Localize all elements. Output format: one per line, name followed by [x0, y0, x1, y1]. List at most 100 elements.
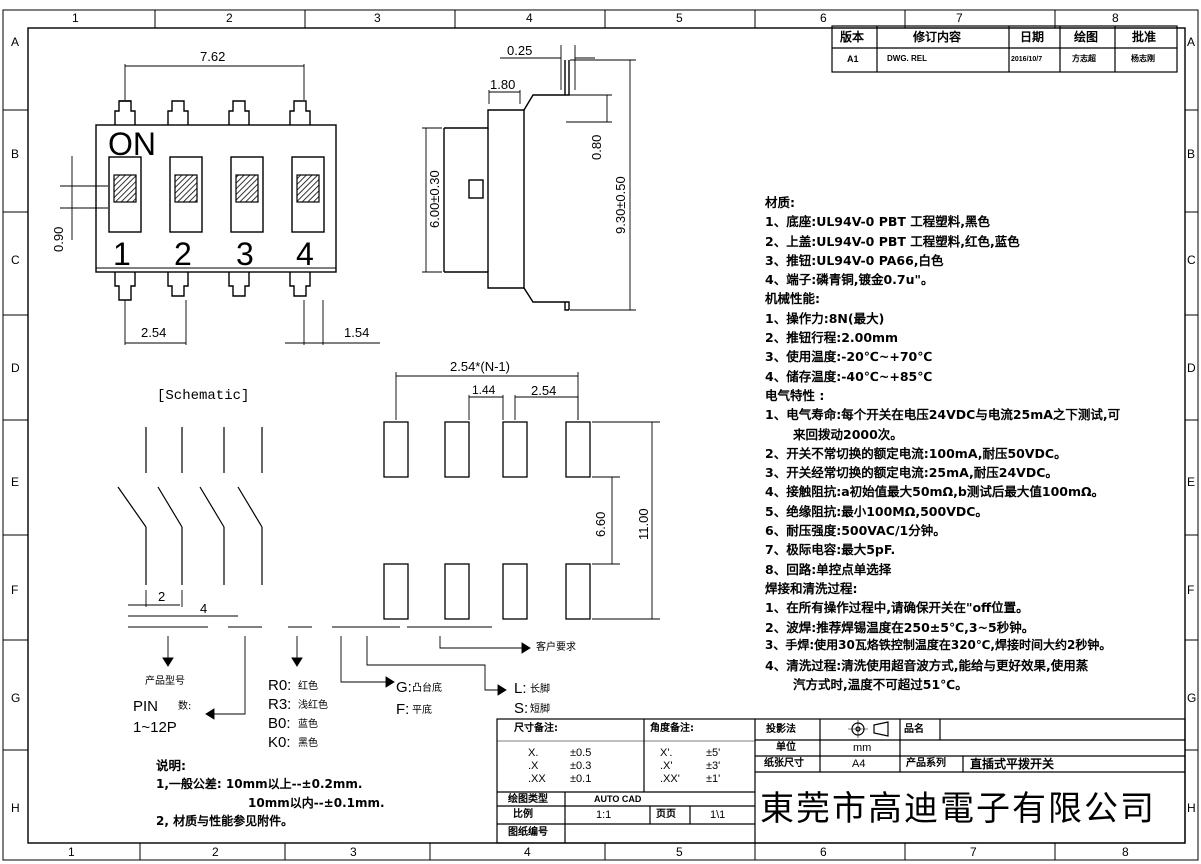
switch-window-3	[230, 156, 264, 233]
schematic	[117, 427, 263, 585]
zone-row-c: C	[11, 253, 20, 267]
pins-top	[114, 100, 311, 125]
zone-col-5: 5	[676, 11, 683, 25]
zone-rrow-e: E	[1187, 475, 1196, 489]
software-label: 绘图类型	[508, 794, 548, 805]
notes-title: 说明:	[156, 758, 186, 773]
paper-size-label: 纸张尺寸	[764, 758, 804, 769]
unit-value: mm	[853, 742, 872, 754]
rev-version: A1	[847, 54, 859, 64]
leg-name-s: 短脚	[530, 704, 550, 715]
zone-col-3: 3	[374, 11, 381, 25]
zone-col-7: 7	[956, 11, 963, 25]
spec-line: 电气特性 :	[765, 387, 825, 403]
spec-line: 1、操作力:8N(最大)	[765, 310, 885, 326]
color-name-r3: 浅红色	[298, 700, 328, 711]
base-code-f: F:	[396, 701, 410, 718]
dim-tol-val-1: ±0.5	[570, 747, 592, 759]
scale-value: 1:1	[596, 809, 612, 821]
pin-range: 1~12P	[133, 719, 177, 736]
dim-span: 2.54*(N-1)	[450, 359, 510, 374]
zone-rrow-c: C	[1187, 253, 1196, 267]
page-value: 1\1	[710, 809, 726, 821]
zone-bcol-3: 3	[350, 845, 357, 859]
dim-pitch: 2.54	[141, 325, 167, 340]
rev-content: DWG. REL	[887, 54, 927, 63]
zone-row-a: A	[11, 35, 20, 49]
company-name: 東莞市高迪電子有限公司	[760, 789, 1156, 829]
projection-label: 投影法	[766, 724, 796, 735]
footprint	[383, 421, 591, 620]
dim-pad: 1.54	[344, 325, 370, 340]
base-name-f: 平底	[412, 705, 432, 716]
spec-line: 1、电气寿命:每个开关在电压24VDC与电流25mA之下测试,可	[765, 407, 1121, 423]
zone-bcol-1: 1	[68, 845, 75, 859]
zone-col-8: 8	[1112, 11, 1119, 25]
color-code-r3: R3:	[268, 696, 292, 713]
zone-bcol-2: 2	[212, 845, 219, 859]
rev-header-content: 修订内容	[913, 30, 962, 44]
software-value: AUTO CAD	[594, 794, 642, 804]
side-view-dims	[422, 45, 636, 311]
leg-code-s: S:	[514, 700, 529, 717]
title-block	[496, 718, 1186, 844]
spec-line: 4、储存温度:-40℃~+85℃	[765, 368, 933, 384]
spec-line: 4、端子:磷青铜,镀金0.7u"。	[765, 272, 934, 288]
ang-tol-val-3: ±1'	[706, 773, 721, 785]
switch-number-1: 1	[113, 236, 131, 272]
footprint-dims	[395, 372, 660, 620]
schematic-title: [Schematic]	[157, 388, 250, 404]
zone-col-4: 4	[526, 11, 533, 25]
series-value: 直插式平拨开关	[970, 757, 1055, 771]
scale-label: 比例	[513, 809, 533, 820]
dim-tol-val-2: ±0.3	[570, 760, 592, 772]
switch-number-3: 3	[236, 236, 254, 272]
dim-row-span: 11.00	[636, 508, 651, 540]
color-name-r0: 红色	[298, 681, 318, 692]
spec-line: 1、在所有操作过程中,请确保开关在"off位置。	[765, 600, 1029, 616]
spec-line: 2、上盖:UL94V-0 PBT 工程塑料,红色,蓝色	[765, 233, 1020, 249]
rev-header-approved: 批准	[1132, 30, 1157, 44]
angle-tolerance-label: 角度备注:	[650, 723, 694, 734]
zone-col-2: 2	[226, 11, 233, 25]
zone-row-d: D	[11, 361, 20, 375]
dim-height: 0.90	[51, 226, 66, 252]
notes-line-3: 2, 材质与性能参见附件。	[156, 814, 294, 828]
spec-line: 2、推钮行程:2.00mm	[765, 330, 899, 346]
switch-window-4	[291, 156, 325, 233]
rev-header-version: 版本	[840, 30, 865, 44]
spec-line: 3、推钮:UL94V-0 PA66,白色	[765, 252, 944, 268]
spec-line: 4、接触阻抗:a初始值最大50mΩ,b测试后最大值100mΩ。	[765, 484, 1105, 500]
notes-line-1: 1,一般公差: 10mm以上--±0.2mm.	[156, 777, 363, 791]
ang-tol-key-2: .X'	[660, 760, 673, 772]
color-name-b0: 蓝色	[298, 719, 318, 730]
zone-col-1: 1	[72, 11, 79, 25]
product-type-label: 产品型号	[145, 676, 185, 687]
spec-line: 3、开关经常切换的额定电流:25mA,耐压24VDC。	[765, 465, 1058, 481]
color-code-b0: B0:	[268, 715, 291, 732]
part-number-lines	[128, 590, 531, 720]
dim-tol-key-2: .X	[528, 760, 539, 772]
spec-line: 机械性能:	[765, 291, 820, 307]
revision-table	[831, 25, 1178, 73]
zone-bcol-6: 6	[820, 845, 827, 859]
dim-lead-thickness: 0.25	[507, 43, 533, 58]
dim-row-gap: 6.60	[593, 511, 608, 537]
spec-line: 材质:	[765, 195, 795, 210]
dim-pad-width: 1.44	[472, 383, 496, 397]
spec-line: 7、极际电容:最大5pF.	[765, 542, 896, 558]
product-name-label: 品名	[904, 724, 924, 735]
zone-row-e: E	[11, 475, 20, 489]
switch-number-4: 4	[296, 236, 314, 272]
base-name-g: 凸台底	[412, 683, 442, 694]
dim-pitch-total: 7.62	[200, 49, 226, 64]
paper-size-value: A4	[852, 758, 866, 770]
spec-line: 6、耐压强度:500VAC/1分钟。	[765, 523, 946, 539]
dim-overall: 9.30±0.50	[613, 176, 628, 234]
rev-drawn-by: 方志超	[1072, 54, 1096, 63]
zone-rrow-b: B	[1187, 147, 1196, 161]
switch-window-2	[169, 156, 203, 233]
dim-standoff: 0.80	[589, 134, 604, 160]
leg-name-l: 长脚	[530, 684, 550, 695]
ang-tol-key-3: .XX'	[660, 773, 680, 785]
